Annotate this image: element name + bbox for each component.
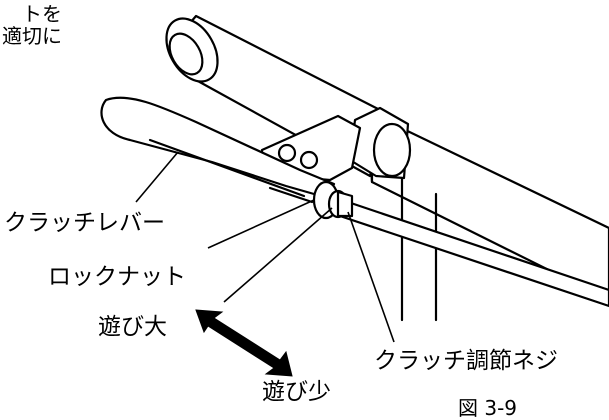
adjuster-assembly bbox=[312, 180, 354, 220]
adjust-screw-label: クラッチ調節ネジ bbox=[374, 348, 558, 374]
play-small-label: 遊び少 bbox=[262, 379, 331, 405]
play-adjust-arrow bbox=[195, 309, 293, 377]
leader-clutch-lever bbox=[135, 151, 179, 203]
leader-lines bbox=[135, 151, 395, 343]
figure-number: 図 3-9 bbox=[458, 396, 518, 420]
leader-lock-nut bbox=[207, 199, 315, 249]
lock-nut-label: ロックナット bbox=[48, 264, 186, 290]
frame-lines bbox=[400, 174, 438, 322]
clutch-lever-label: クラッチレバー bbox=[4, 210, 165, 236]
leader-lock-nut-2 bbox=[223, 207, 333, 303]
leader-adjust-screw bbox=[347, 211, 395, 343]
intro-text: トを 適切に bbox=[2, 2, 62, 48]
play-large-label: 遊び大 bbox=[98, 314, 167, 340]
